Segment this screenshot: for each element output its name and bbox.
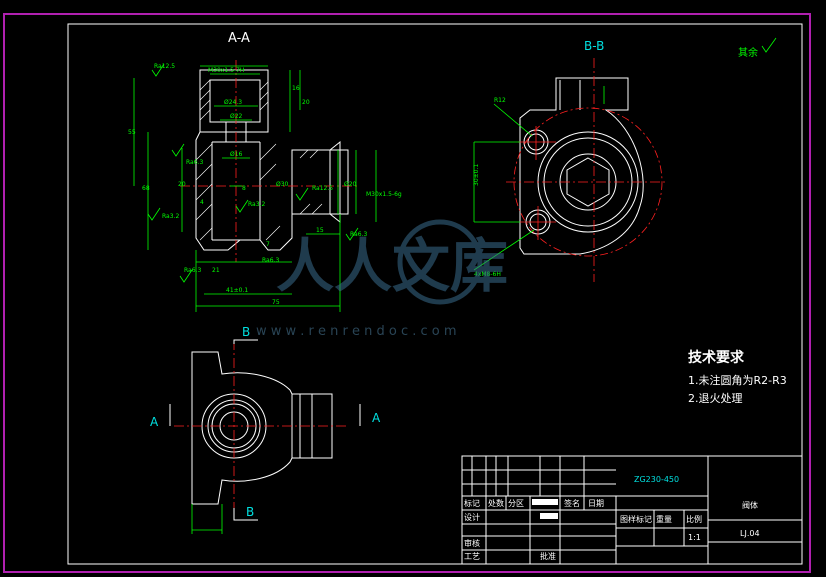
dim-w7: 7	[266, 241, 270, 248]
dim-d30: Ø30	[276, 181, 289, 188]
title-block-part-name: 阀体	[742, 500, 758, 510]
section-aa-view: A-A	[128, 31, 402, 312]
dim-bottom-41: 41±0.1	[226, 287, 248, 294]
roughness-note: 其余	[738, 37, 777, 59]
section-bb-view: B-B	[473, 39, 666, 282]
sheet-border	[3, 13, 811, 573]
dim-r12: R12	[494, 97, 506, 104]
title-block-approve-label: 批准	[540, 551, 556, 561]
title-block-scale-label: 比例	[686, 514, 702, 524]
dim-h55: 55	[128, 129, 136, 136]
dim-w20: 20	[178, 181, 186, 188]
dim-d22: Ø22	[230, 113, 243, 120]
dim-ra32-b: Ra3.2	[248, 201, 265, 208]
dim-w4: 4	[200, 199, 204, 206]
tech-requirement-1: 1.未注圆角为R2-R3	[688, 373, 787, 387]
dim-ra63-a: Ra6.3	[186, 159, 203, 166]
dim-h20: 20	[302, 99, 310, 106]
roughness-other-label: 其余	[738, 46, 758, 59]
dim-d20: Ø20	[344, 181, 357, 188]
tech-requirement-2: 2.退火处理	[688, 392, 743, 405]
dim-thread-inner: M30x1.5-7H	[208, 67, 244, 74]
dim-d16: Ø16	[230, 151, 243, 158]
dim-thread-outer: M30x1.5-6g	[366, 191, 402, 198]
tech-requirements: 技术要求 1.未注圆角为R2-R3 2.退火处理	[688, 349, 787, 405]
dim-h16: 16	[292, 85, 300, 92]
title-block: ZG230-450 阀体 LJ.04 1:1 比例 重量 图样标记 标记 处数 …	[461, 455, 803, 565]
title-block-material: ZG230-450	[634, 475, 679, 484]
section-bb-label: B-B	[584, 39, 604, 53]
dim-holes: 4xM8-6H	[474, 271, 501, 278]
dim-h30: 30±0.1	[473, 164, 480, 186]
title-block-mark-label: 标记	[464, 498, 480, 508]
title-block-sign-label: 签名	[564, 498, 580, 508]
title-block-weight-label: 重量	[656, 514, 672, 524]
watermark-text: 人人文库	[276, 232, 508, 300]
dim-w15: 15	[316, 227, 324, 234]
cut-marker-b-top: B	[242, 325, 250, 339]
dim-ra125-r: Ra12.5	[312, 185, 333, 192]
dim-w75: 75	[272, 299, 280, 306]
cut-marker-a-right: A	[372, 411, 381, 425]
dim-w8: 8	[242, 185, 246, 192]
title-block-stage-label: 图样标记	[620, 514, 652, 524]
title-block-zone-label: 分区	[508, 499, 524, 508]
dim-d24: Ø24.3	[224, 99, 242, 106]
section-aa-label: A-A	[228, 31, 250, 46]
plan-view: B B A A	[150, 325, 381, 534]
cut-marker-b-bottom: B	[246, 505, 254, 519]
dim-ra32: Ra3.2	[162, 213, 179, 220]
title-block-review-label: 审核	[464, 538, 480, 548]
dim-ra63-e: Ra6.3	[262, 257, 279, 264]
title-block-date-label: 日期	[588, 499, 604, 508]
cut-marker-a-left: A	[150, 415, 159, 429]
dim-h68: 68	[142, 185, 150, 192]
title-block-drawing-no: LJ.04	[740, 529, 760, 538]
title-block-scale: 1:1	[688, 533, 701, 542]
watermark: 人人文库 w w w . r e n r e n d o c . c o m	[256, 219, 508, 339]
title-block-process-label: 工艺	[464, 552, 480, 561]
tech-requirements-title: 技术要求	[688, 349, 745, 366]
watermark-url: w w w . r e n r e n d o c . c o m	[256, 324, 457, 339]
dim-bottom-21: 21	[212, 267, 220, 274]
dim-ra63-c: Ra6.3	[350, 231, 367, 238]
dim-ra-top: Ra12.5	[154, 63, 175, 70]
title-block-design-label: 设计	[464, 512, 480, 522]
drawing-frame	[67, 23, 803, 565]
title-block-count-label: 处数	[488, 498, 504, 508]
dim-ra63-d: Ra6.3	[184, 267, 201, 274]
